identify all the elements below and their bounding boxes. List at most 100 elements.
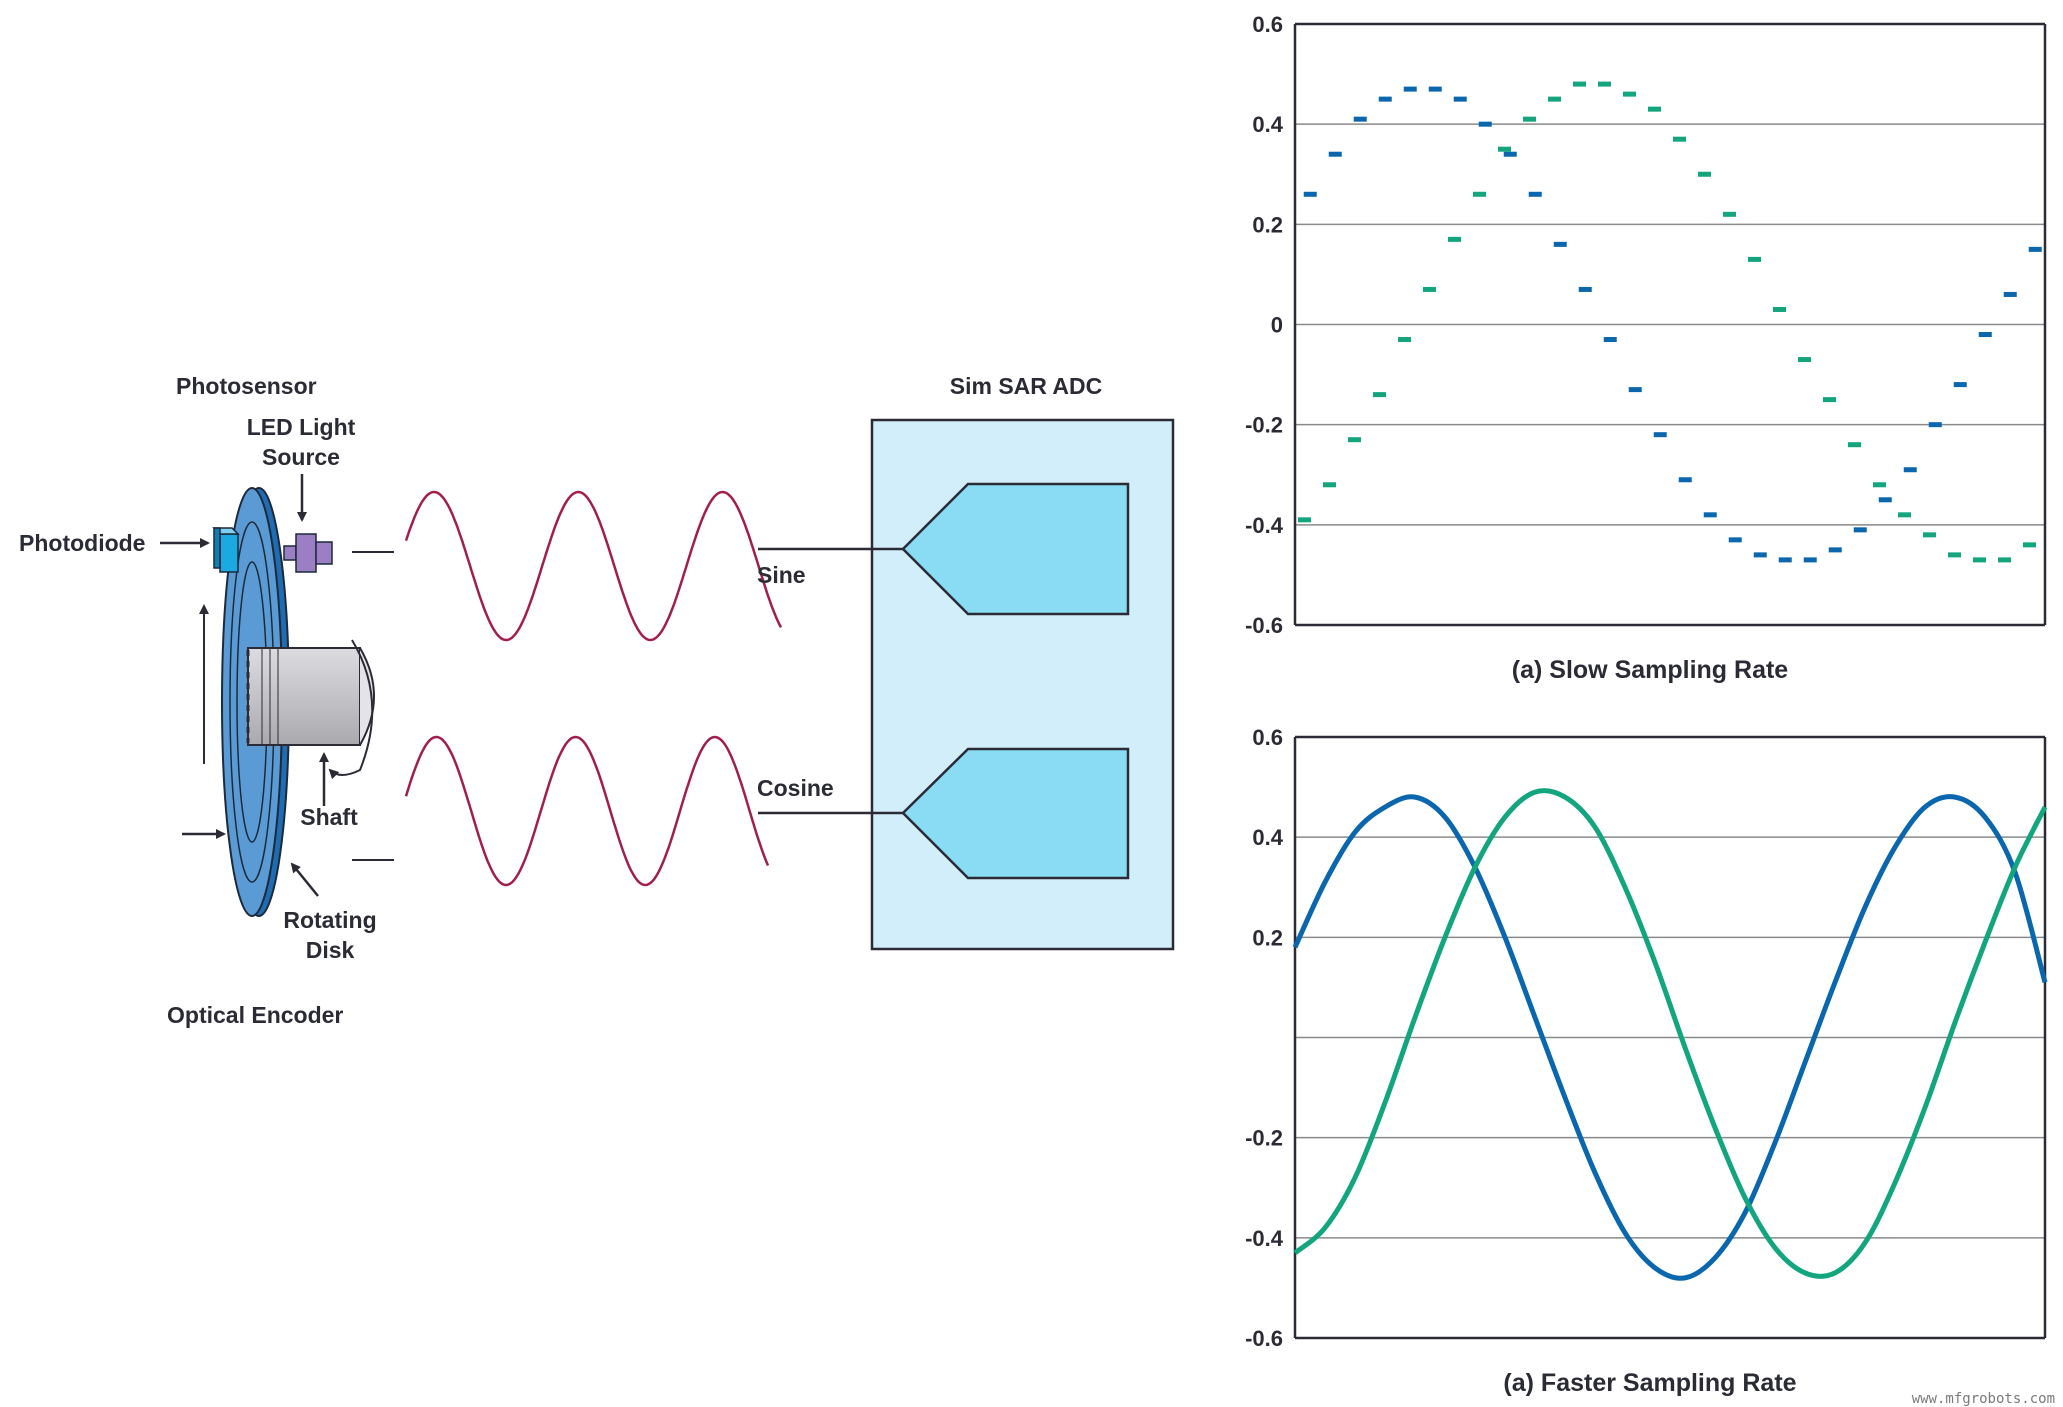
disk-arrow xyxy=(290,862,319,897)
y-tick-label: -0.2 xyxy=(1245,1126,1283,1151)
cosine-wave xyxy=(404,735,770,887)
sample-point xyxy=(1473,191,1486,197)
sample-point xyxy=(1903,467,1917,473)
sample-point xyxy=(2003,291,2017,297)
disk-label-line2: Disk xyxy=(306,937,355,963)
y-tick-label: -0.4 xyxy=(1245,1226,1284,1251)
sample-point xyxy=(1378,96,1392,102)
watermark: www.mfgrobots.com xyxy=(1912,1391,2055,1407)
led-light-source xyxy=(283,533,333,573)
y-tick-label: 0.4 xyxy=(1252,112,1283,137)
slow-sampling-caption: (a) Slow Sampling Rate xyxy=(1512,656,1789,684)
sample-point xyxy=(1773,306,1786,312)
y-tick-label: 0.2 xyxy=(1252,925,1283,950)
sample-point xyxy=(1653,432,1667,438)
series-line xyxy=(1292,794,2048,1281)
series-line xyxy=(1293,788,2048,1279)
sample-point xyxy=(1403,86,1417,92)
optical-encoder-title: Optical Encoder xyxy=(167,1002,343,1028)
photodiode-label: Photodiode xyxy=(19,530,145,556)
sample-point xyxy=(1928,422,1942,428)
sample-point xyxy=(1578,286,1592,292)
y-tick-label: 0.4 xyxy=(1252,825,1283,850)
adc-cosine-amp xyxy=(901,747,1130,880)
sample-point xyxy=(1303,191,1317,197)
sample-point xyxy=(1703,512,1717,518)
sample-point xyxy=(1503,151,1517,157)
sample-point xyxy=(1948,552,1961,558)
sample-point xyxy=(1328,151,1342,157)
sample-point xyxy=(1548,96,1561,102)
sample-point xyxy=(1623,91,1636,97)
sample-point xyxy=(1728,537,1742,543)
sim-sar-adc: Sim SAR ADC Sine Cosine xyxy=(757,373,1175,951)
sample-point xyxy=(1973,557,1986,563)
sample-point xyxy=(1323,482,1336,488)
sample-point xyxy=(1873,482,1886,488)
shaft-rotation-arrow xyxy=(328,639,374,780)
sample-point xyxy=(1478,121,1492,127)
sample-point xyxy=(1723,211,1736,217)
shaft-grooves xyxy=(261,648,279,745)
led-label-line2: Source xyxy=(262,444,340,470)
sample-point xyxy=(1573,81,1586,87)
sample-point xyxy=(1523,116,1536,122)
sample-point xyxy=(1698,171,1711,177)
optical-encoder: Photosensor LED Light Source Photodiode … xyxy=(19,373,394,1028)
y-tick-label: -0.6 xyxy=(1245,1326,1283,1351)
disk-label-line1: Rotating xyxy=(283,907,376,933)
shaft-end xyxy=(359,647,375,746)
sample-point xyxy=(1673,136,1686,142)
led-label-line1: LED Light xyxy=(247,414,356,440)
sample-point xyxy=(2023,542,2036,548)
sine-wave xyxy=(404,490,783,642)
y-tick-label: 0.2 xyxy=(1252,212,1283,237)
sample-point xyxy=(1448,236,1461,242)
sample-point xyxy=(1628,387,1642,393)
slow-sampling-chart: 0.60.40.20-0.2-0.4-0.6 xyxy=(1245,12,2047,638)
sample-point xyxy=(1898,512,1911,518)
sample-point xyxy=(1373,392,1386,398)
sample-point xyxy=(1398,337,1411,343)
sample-point xyxy=(1778,557,1792,563)
y-tick-label: -0.2 xyxy=(1245,413,1283,438)
sample-point xyxy=(1853,527,1867,533)
sample-point xyxy=(1798,357,1811,363)
cosine-label: Cosine xyxy=(757,775,834,801)
sample-point xyxy=(1423,286,1436,292)
sample-point xyxy=(1923,532,1936,538)
sample-point xyxy=(1978,332,1992,338)
y-tick-label: 0.6 xyxy=(1252,725,1283,750)
sample-point xyxy=(1953,382,1967,388)
sample-point xyxy=(1598,81,1611,87)
sample-point xyxy=(1453,96,1467,102)
shaft xyxy=(247,647,361,746)
y-tick-label: 0 xyxy=(1271,313,1283,338)
faster-sampling-caption: (a) Faster Sampling Rate xyxy=(1503,1369,1796,1397)
sample-point xyxy=(1848,442,1861,448)
y-tick-label: -0.4 xyxy=(1245,513,1284,538)
photosensor-label: Photosensor xyxy=(176,373,317,399)
adc-title: Sim SAR ADC xyxy=(950,373,1103,399)
sample-point xyxy=(1348,437,1361,443)
sample-point xyxy=(1823,397,1836,403)
sample-point xyxy=(1998,557,2011,563)
shaft-label: Shaft xyxy=(300,804,358,830)
sine-label: Sine xyxy=(757,562,806,588)
sample-point xyxy=(1678,477,1692,483)
sample-point xyxy=(1428,86,1442,92)
sample-point xyxy=(1753,552,1767,558)
sample-point xyxy=(1878,497,1892,503)
sample-point xyxy=(1353,116,1367,122)
sample-point xyxy=(1828,547,1842,553)
faster-sampling-chart: 0.6 0.4 0.2 -0.2 -0.4 -0.6 xyxy=(1245,725,2048,1351)
sample-point xyxy=(1648,106,1661,112)
sample-point xyxy=(1498,146,1511,152)
y-tick-label: 0.6 xyxy=(1252,12,1283,37)
sample-point xyxy=(1803,557,1817,563)
sample-point xyxy=(1748,256,1761,262)
sample-point xyxy=(1553,241,1567,247)
sample-point xyxy=(2028,246,2042,252)
sample-point xyxy=(1528,191,1542,197)
